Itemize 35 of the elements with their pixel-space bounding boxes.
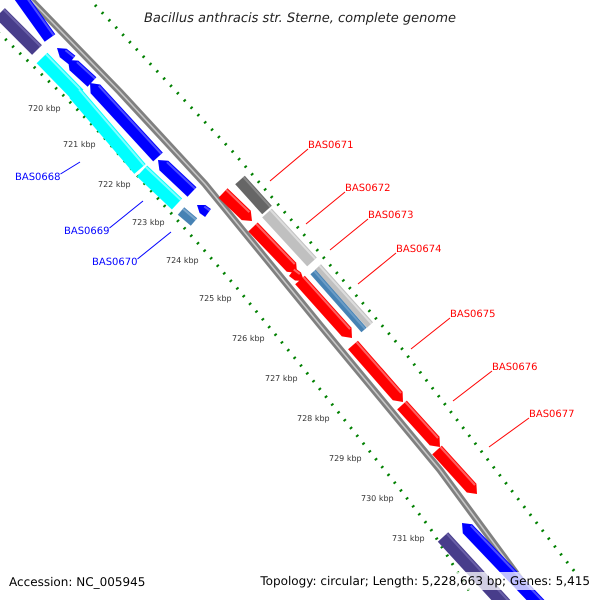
tick-label: 720 kbp bbox=[28, 104, 61, 114]
leader-line bbox=[137, 232, 172, 260]
tick-label: 722 kbp bbox=[98, 180, 131, 190]
tick-label: 727 kbp bbox=[265, 374, 298, 384]
accession-text: Accession: NC_005945 bbox=[9, 574, 146, 590]
leader-line bbox=[330, 218, 368, 250]
gene-label: BAS0671 bbox=[308, 139, 354, 152]
leader-line bbox=[306, 192, 346, 224]
gene-label: BAS0675 bbox=[450, 308, 496, 321]
leader-line bbox=[452, 370, 492, 402]
gene-label: BAS0670 bbox=[92, 256, 138, 269]
gene-label: BAS0673 bbox=[368, 209, 414, 222]
leader-line bbox=[109, 200, 144, 228]
gene-label: BAS0669 bbox=[64, 225, 110, 238]
gene-label: BAS0674 bbox=[396, 243, 442, 256]
leader-line bbox=[410, 318, 450, 350]
tick-label: 730 kbp bbox=[361, 494, 394, 504]
tick-label: 721 kbp bbox=[63, 140, 96, 150]
leader-line bbox=[488, 418, 530, 448]
tick-label: 725 kbp bbox=[199, 294, 232, 304]
tick-label: 724 kbp bbox=[166, 256, 199, 266]
tick-label: 728 kbp bbox=[297, 414, 330, 424]
tick-label: 726 kbp bbox=[232, 334, 265, 344]
gene-label: BAS0668 bbox=[15, 171, 60, 184]
gene-label: BAS0677 bbox=[529, 408, 574, 421]
leader-line bbox=[60, 162, 80, 174]
gene-label: BAS0676 bbox=[492, 361, 538, 374]
tick-label: 731 kbp bbox=[392, 534, 425, 544]
tick-label: 723 kbp bbox=[132, 218, 165, 228]
gene-label: BAS0672 bbox=[345, 182, 390, 195]
tick-label: 729 kbp bbox=[329, 454, 362, 464]
leader-line bbox=[358, 252, 396, 284]
genome-summary-text: Topology: circular; Length: 5,228,663 bp; Genes: 5,415 bbox=[258, 572, 592, 590]
title: Bacillus anthracis str. Sterne, complete genome bbox=[143, 10, 457, 28]
leader-line bbox=[270, 148, 308, 182]
